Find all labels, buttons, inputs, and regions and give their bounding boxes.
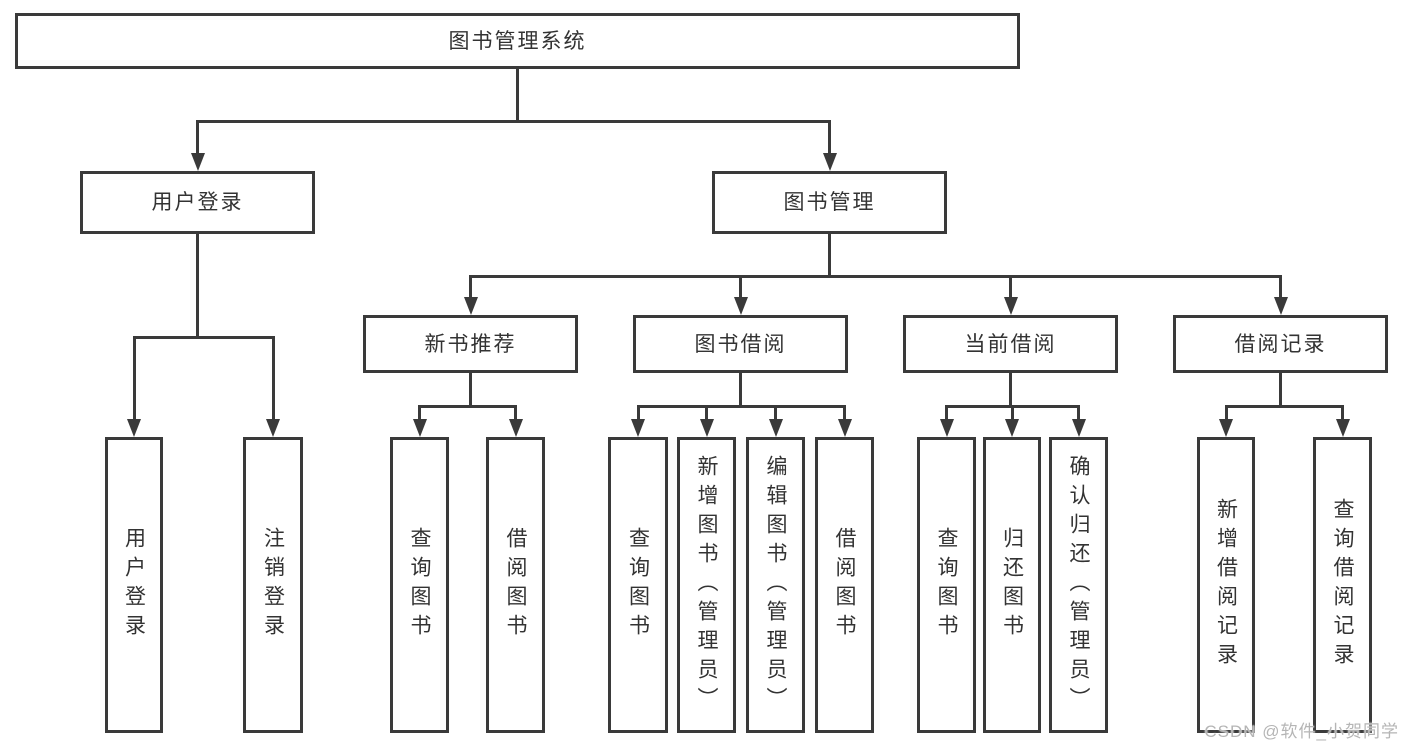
node-login: 用户登录: [105, 437, 163, 733]
node-label-edit-book-admin: 编辑图书（管理员）: [764, 454, 787, 716]
node-book-mgmt: 图书管理: [712, 171, 947, 234]
arrow-down-icon: [266, 419, 280, 437]
node-system: 图书管理系统: [15, 13, 1020, 69]
node-add-borrow-record: 新增借阅记录: [1197, 437, 1255, 733]
node-add-book-admin: 新增图书（管理员）: [677, 437, 736, 733]
arrow-down-icon: [412, 419, 427, 437]
node-label-system: 图书管理系统: [448, 29, 587, 53]
node-new-books: 新书推荐: [363, 315, 578, 373]
node-label-return-books: 归还图书: [1000, 527, 1024, 643]
connector-line: [843, 405, 846, 422]
connector-line: [196, 120, 831, 123]
arrow-down-icon: [463, 297, 478, 315]
connector-line: [1279, 373, 1282, 408]
node-label-logout: 注销登录: [261, 527, 285, 643]
arrow-down-icon: [822, 153, 837, 171]
node-user-login: 用户登录: [80, 171, 315, 234]
connector-line: [1010, 405, 1014, 422]
connector-line: [774, 405, 777, 422]
node-label-login: 用户登录: [122, 527, 146, 643]
arrow-down-icon: [190, 153, 205, 171]
connector-line: [514, 405, 517, 422]
arrow-down-icon: [1071, 419, 1086, 437]
arrow-down-icon: [1005, 419, 1019, 437]
connector-line: [132, 336, 136, 422]
arrow-down-icon: [1273, 297, 1288, 315]
node-label-current-borrow: 当前借阅: [964, 332, 1057, 356]
arrow-down-icon: [631, 419, 645, 437]
arrow-down-icon: [508, 419, 523, 437]
node-label-user-login: 用户登录: [151, 191, 244, 214]
arrow-down-icon: [127, 419, 141, 437]
connector-line: [1224, 405, 1344, 408]
connector-line: [132, 336, 275, 339]
arrow-down-icon: [768, 419, 783, 437]
node-label-book-mgmt: 图书管理: [783, 191, 876, 214]
connector-line: [1224, 405, 1228, 422]
node-confirm-return-admin: 确认归还（管理员）: [1049, 437, 1108, 733]
node-query-borrow-record: 查询借阅记录: [1313, 437, 1372, 733]
node-return-books: 归还图书: [983, 437, 1041, 733]
connector-line: [828, 234, 831, 278]
arrow-down-icon: [1219, 419, 1233, 437]
arrow-down-icon: [1335, 419, 1350, 437]
node-label-add-borrow-record: 新增借阅记录: [1214, 498, 1238, 672]
node-label-new-books: 新书推荐: [424, 332, 517, 356]
node-label-borrow-books-new: 借阅图书: [504, 527, 527, 643]
node-label-query-books-new: 查询图书: [408, 527, 431, 643]
node-label-query-books-current: 查询图书: [935, 527, 958, 643]
arrow-down-icon: [939, 419, 954, 437]
connector-line: [196, 120, 199, 156]
connector-line: [196, 234, 199, 339]
node-borrow-records: 借阅记录: [1173, 315, 1388, 373]
connector-line: [469, 275, 1282, 278]
connector-line: [469, 373, 472, 408]
node-current-borrow: 当前借阅: [903, 315, 1118, 373]
node-label-query-borrow-record: 查询借阅记录: [1331, 498, 1354, 672]
node-label-query-books-borrow: 查询图书: [626, 527, 650, 643]
connector-line: [469, 275, 472, 300]
arrow-down-icon: [1003, 297, 1018, 315]
connector-line: [1279, 275, 1282, 300]
connector-line: [739, 373, 742, 408]
node-query-books-current: 查询图书: [917, 437, 976, 733]
connector-line: [739, 275, 742, 300]
connector-line: [636, 405, 846, 408]
connector-line: [1009, 373, 1012, 408]
node-borrow-books: 借阅图书: [815, 437, 874, 733]
node-borrow-books-new: 借阅图书: [486, 437, 545, 733]
node-label-confirm-return-admin: 确认归还（管理员）: [1067, 454, 1090, 716]
arrow-down-icon: [733, 297, 748, 315]
arrow-down-icon: [837, 419, 852, 437]
connector-line: [828, 120, 831, 156]
connector-line: [271, 336, 275, 422]
connector-line: [418, 405, 517, 408]
node-label-borrow-records: 借阅记录: [1234, 332, 1327, 356]
connector-line: [945, 405, 948, 422]
node-edit-book-admin: 编辑图书（管理员）: [746, 437, 805, 733]
node-logout: 注销登录: [243, 437, 303, 733]
connector-line: [516, 69, 519, 123]
connector-line: [418, 405, 421, 422]
connector-line: [705, 405, 708, 422]
watermark: CSDN @软件_小贺同学: [1204, 722, 1399, 741]
node-book-borrow: 图书借阅: [633, 315, 848, 373]
node-label-book-borrow: 图书借阅: [694, 332, 787, 356]
connector-line: [1341, 405, 1344, 422]
node-query-books-new: 查询图书: [390, 437, 449, 733]
node-label-add-book-admin: 新增图书（管理员）: [695, 454, 718, 716]
node-label-borrow-books: 借阅图书: [833, 527, 856, 643]
connector-line: [1077, 405, 1080, 422]
node-query-books-borrow: 查询图书: [608, 437, 668, 733]
connector-line: [1009, 275, 1012, 300]
connector-line: [636, 405, 640, 422]
arrow-down-icon: [699, 419, 714, 437]
